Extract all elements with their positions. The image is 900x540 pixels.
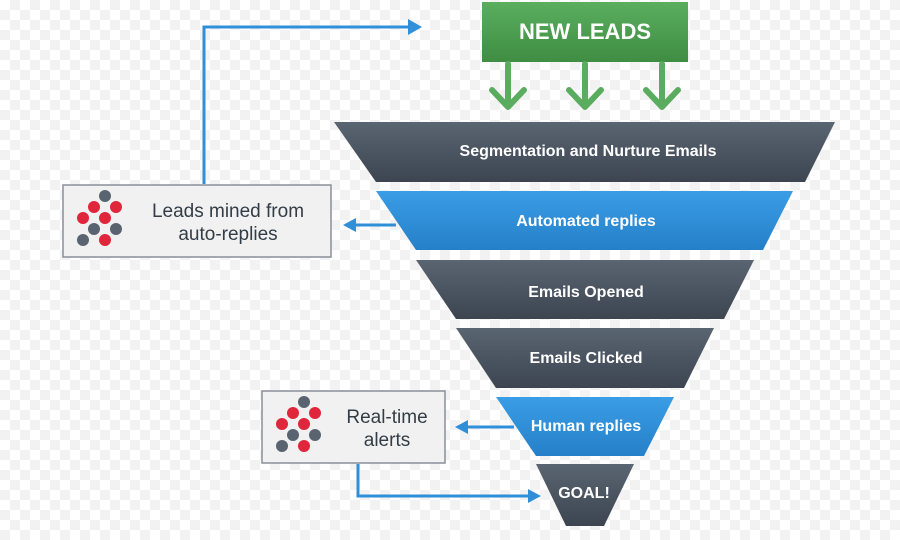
blue-arrow-icon bbox=[343, 218, 356, 232]
logo-icon bbox=[77, 190, 122, 246]
funnel-stage-emails-clicked bbox=[456, 328, 714, 388]
down-arrow-icon bbox=[643, 61, 681, 110]
funnel-stage-emails-opened bbox=[416, 260, 754, 319]
stage-label-automated-replies: Automated replies bbox=[516, 213, 656, 230]
connector-human-to-alerts bbox=[455, 420, 514, 434]
stage-label-goal: GOAL! bbox=[558, 485, 610, 502]
stage-label-emails-clicked: Emails Clicked bbox=[530, 350, 643, 367]
funnel-stage-automated-replies bbox=[376, 191, 793, 250]
funnel-stage-segmentation bbox=[334, 122, 835, 182]
alerts-line1: Real-time bbox=[346, 407, 427, 428]
connector-automated-to-mined bbox=[343, 218, 396, 232]
blue-arrow-icon bbox=[528, 489, 541, 503]
connector-to-new-leads bbox=[202, 19, 422, 184]
funnel: Segmentation and Nurture Emails Automate… bbox=[334, 122, 835, 526]
stage-label-human-replies: Human replies bbox=[531, 418, 641, 435]
down-arrow-icon bbox=[489, 61, 527, 110]
new-leads-box bbox=[482, 2, 688, 62]
new-leads-header: NEW LEADS bbox=[482, 2, 688, 62]
leads-mined-box: Leads mined from auto-replies bbox=[62, 184, 332, 258]
funnel-stage-goal bbox=[536, 464, 634, 526]
green-down-arrows bbox=[489, 61, 681, 110]
logo-icon bbox=[276, 396, 321, 452]
real-time-alerts-box: Real-time alerts bbox=[261, 390, 446, 464]
new-leads-label: NEW LEADS bbox=[519, 19, 651, 44]
leads-mined-line1: Leads mined from bbox=[152, 201, 304, 222]
blue-arrow-icon bbox=[408, 19, 422, 35]
leads-mined-line2: auto-replies bbox=[178, 224, 277, 245]
alerts-line2: alerts bbox=[364, 430, 410, 451]
blue-arrow-icon bbox=[455, 420, 468, 434]
stage-label-segmentation: Segmentation and Nurture Emails bbox=[460, 143, 717, 160]
connector-alerts-to-goal bbox=[356, 464, 541, 503]
funnel-stage-human-replies bbox=[496, 397, 674, 456]
down-arrow-icon bbox=[566, 61, 604, 110]
stage-label-emails-opened: Emails Opened bbox=[528, 284, 644, 301]
